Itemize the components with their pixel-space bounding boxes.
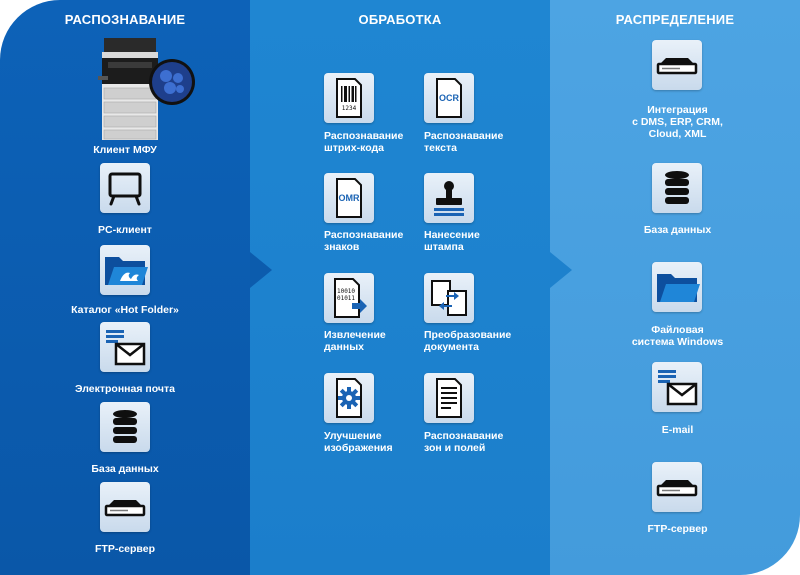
svg-text:10010: 10010 <box>337 288 355 295</box>
recognition-item-email: Электронная почта <box>75 383 175 395</box>
folder-icon <box>652 262 702 312</box>
database-icon <box>100 402 150 452</box>
flow-arrow-2 <box>550 252 572 288</box>
processing-panel <box>250 0 550 575</box>
recognition-item-pc-client: PC-клиент <box>98 224 152 236</box>
flow-arrow-1 <box>250 252 272 288</box>
server-icon <box>652 40 702 90</box>
monitor-icon <box>100 163 150 213</box>
svg-text:1234: 1234 <box>342 105 357 112</box>
distribution-title: РАСПРЕДЕЛЕНИЕ <box>615 12 735 27</box>
omr-icon: OMR <box>324 173 374 223</box>
data-extraction-icon: 10010 01011 <box>324 273 374 323</box>
processing-title: ОБРАБОТКА <box>358 12 442 27</box>
database-icon <box>652 163 702 213</box>
distribution-item-windows-filesystem: Файловая система Windows <box>631 324 724 348</box>
zone-recognition-icon <box>424 373 474 423</box>
svg-text:01011: 01011 <box>337 295 355 302</box>
svg-text:OMR: OMR <box>339 193 360 203</box>
recognition-item-ftp-server: FTP-сервер <box>95 543 155 555</box>
server-icon <box>652 462 702 512</box>
distribution-item-ftp-server: FTP-сервер <box>647 523 708 535</box>
distribution-item-database: База данных <box>643 224 712 236</box>
stamp-icon <box>424 173 474 223</box>
distribution-item-email: E-mail <box>661 424 694 436</box>
mfp-printer-icon <box>98 36 198 141</box>
document-conversion-icon <box>424 273 474 323</box>
hot-folder-icon <box>100 245 150 295</box>
distribution-item-integration: Интеграция с DMS, ERP, CRM, Cloud, XML <box>632 104 723 140</box>
recognition-item-hot-folder: Каталог «Hot Folder» <box>71 304 179 316</box>
server-icon <box>100 482 150 532</box>
recognition-item-mfp-client: Клиент МФУ <box>93 144 157 156</box>
recognition-item-database: База данных <box>91 463 159 475</box>
barcode-icon: 1234 <box>324 73 374 123</box>
image-enhancement-icon <box>324 373 374 423</box>
ocr-icon: OCR <box>424 73 474 123</box>
recognition-title: РАСПОЗНАВАНИЕ <box>64 12 186 27</box>
svg-text:OCR: OCR <box>439 93 460 103</box>
email-icon <box>100 322 150 372</box>
email-icon <box>652 362 702 412</box>
